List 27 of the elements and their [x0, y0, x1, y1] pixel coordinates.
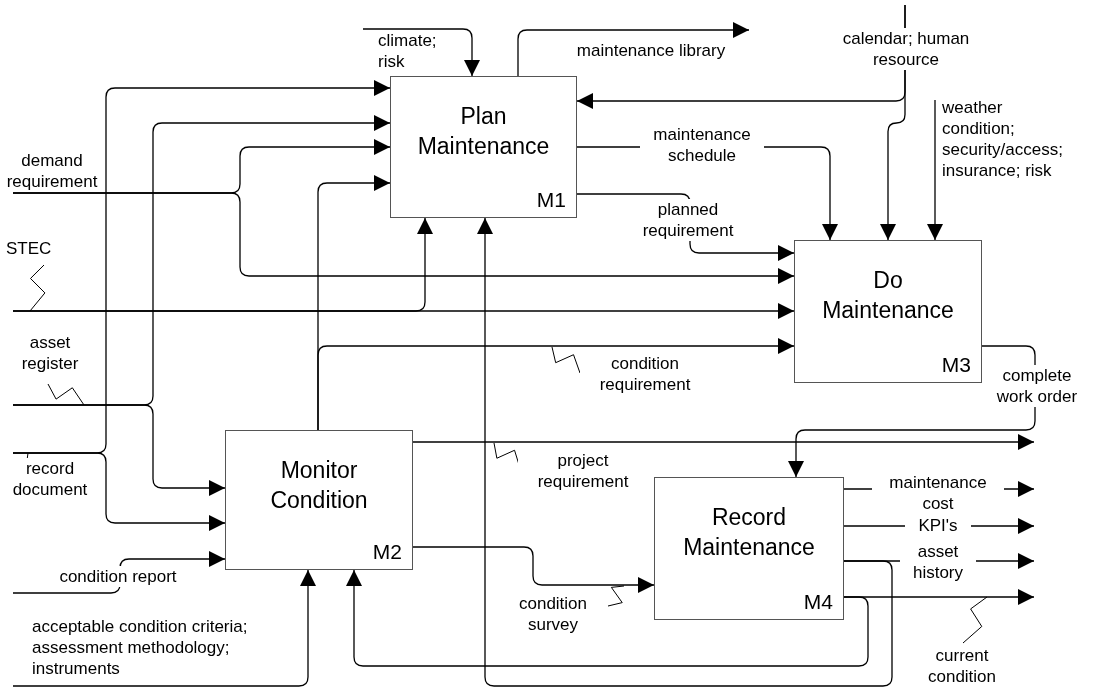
arrow [317, 338, 795, 431]
arrow [12, 551, 226, 594]
activity-id: M4 [803, 589, 833, 615]
activity-id: M1 [536, 187, 566, 213]
arrow [12, 569, 316, 687]
arrow [927, 99, 943, 241]
arrow [412, 546, 655, 593]
arrow [517, 22, 750, 77]
arrow [346, 569, 869, 667]
activity-box [794, 240, 982, 383]
activity-title: Do Maintenance [821, 266, 955, 325]
arrow [12, 192, 795, 284]
arrow [12, 404, 226, 496]
arrow [412, 434, 1035, 450]
activity-box [225, 430, 413, 570]
activity-id: M3 [941, 352, 971, 378]
arrow [12, 303, 795, 319]
activity-title: Monitor Condition [269, 456, 369, 515]
arrow [788, 345, 1036, 478]
arrow [477, 217, 893, 687]
arrow [362, 28, 480, 77]
arrow [12, 452, 226, 531]
activity-box [390, 76, 577, 218]
activity-box [654, 477, 844, 620]
activity-id: M2 [372, 539, 402, 565]
activity-title: Record Maintenance [682, 503, 816, 562]
activity-title: Plan Maintenance [416, 102, 551, 161]
